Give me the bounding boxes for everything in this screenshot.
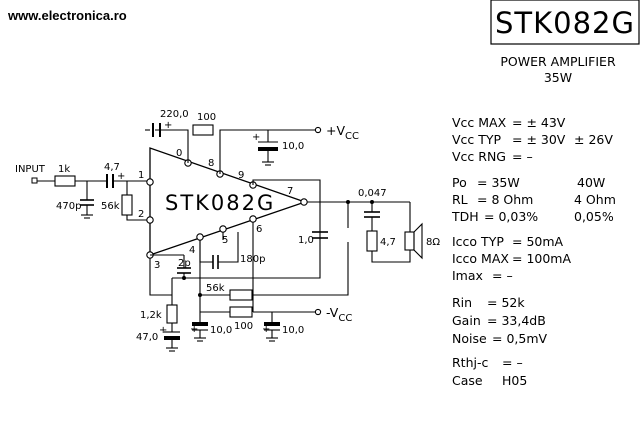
label-r100-top: 100 xyxy=(197,112,216,123)
spec-icco-max-value: = 100mA xyxy=(512,251,571,266)
label-c47-0: 47,0 xyxy=(136,332,158,343)
label-r56k-fb: 56k xyxy=(206,283,225,294)
capacitor-10-top xyxy=(258,147,278,151)
label-c10-top: 10,0 xyxy=(282,141,304,152)
pin-label-3: 3 xyxy=(154,260,160,271)
spec-vcc-typ-value: = ± 30V xyxy=(512,132,566,147)
spec-rthj-label: Rthj-c xyxy=(452,355,488,370)
resistor-100-bottom xyxy=(229,306,253,318)
spec-gain-label: Gain xyxy=(452,313,481,328)
spec-vcc-rng-value: = – xyxy=(512,149,533,164)
spec-vcc-typ-alt: ± 26V xyxy=(574,132,613,147)
pin-6 xyxy=(249,215,257,223)
label-c47: 4,7 xyxy=(104,162,120,173)
svg-text:+: + xyxy=(117,171,125,182)
pin-label-0: 0 xyxy=(176,148,182,159)
spec-rthj-value: = – xyxy=(502,355,523,370)
resistor-1k xyxy=(54,175,76,187)
resistor-56k-feedback xyxy=(229,289,253,301)
spec-tdh-alt: 0,05% xyxy=(574,209,614,224)
spec-icco-max-label: Icco MAX xyxy=(452,251,509,266)
svg-text:+: + xyxy=(159,325,167,336)
spec-tdh-label: TDH xyxy=(451,209,479,224)
pin-label-5: 5 xyxy=(222,235,228,246)
label-r47: 4,7 xyxy=(380,237,396,248)
resistor-4-7 xyxy=(366,230,378,252)
capacitor-10-bottom-right xyxy=(264,322,280,326)
spec-noise-label: Noise xyxy=(452,331,487,346)
label-r12k: 1,2k xyxy=(140,310,162,321)
spec-gain-value: = 33,4dB xyxy=(487,313,546,328)
circuit: STK082G 1 2 3 0 8 9 7 4 5 6 + xyxy=(15,120,423,352)
spec-rl-label: RL xyxy=(452,192,468,207)
label-c10-bl: 10,0 xyxy=(210,325,232,336)
svg-text:+: + xyxy=(252,132,260,143)
speaker-icon xyxy=(404,231,415,251)
pin-5 xyxy=(219,225,227,233)
input-terminal[interactable] xyxy=(31,177,38,184)
pin-label-4: 4 xyxy=(189,245,195,256)
label-c2p: 2p xyxy=(178,258,191,269)
spec-imax-label: Imax xyxy=(452,268,483,283)
input-label: INPUT xyxy=(15,164,46,175)
vcc-negative-label: -VCC xyxy=(326,305,352,324)
label-c470p: 470p xyxy=(56,201,81,212)
vcc-positive-label: +VCC xyxy=(326,123,359,142)
spec-rl-alt: 4 Ohm xyxy=(574,192,616,207)
label-c10-br: 10,0 xyxy=(282,325,304,336)
pin-label-2: 2 xyxy=(138,209,144,220)
label-c1: 1,0 xyxy=(298,235,314,246)
title-box xyxy=(490,0,640,45)
component-labels: 220,0 100 10,0 1k 4,7 56k 470p 0,047 1,0… xyxy=(56,109,440,343)
pin-label-7: 7 xyxy=(287,186,293,197)
amplifier-ic-symbol xyxy=(149,147,307,256)
spec-icco-typ-value: = 50mA xyxy=(512,234,564,249)
power-text: 35W xyxy=(544,70,572,85)
label-r56k: 56k xyxy=(101,201,120,212)
description-text: POWER AMPLIFIER xyxy=(500,54,616,69)
spec-vcc-rng-label: Vcc RNG xyxy=(452,149,506,164)
spec-rl-value: = 8 Ohm xyxy=(477,192,533,207)
spec-po-alt: 40W xyxy=(577,175,605,190)
spec-noise-value: = 0,5mV xyxy=(492,331,548,346)
pin-label-6: 6 xyxy=(256,224,262,235)
spec-imax-value: = – xyxy=(492,268,513,283)
spec-rin-value: = 52k xyxy=(487,295,525,310)
spec-po-label: Po xyxy=(452,175,467,190)
spec-icco-typ-label: Icco TYP xyxy=(452,234,504,249)
resistor-100-top xyxy=(192,124,214,136)
label-c220: 220,0 xyxy=(160,109,189,120)
capacitor-47-0 xyxy=(164,336,180,340)
label-r1k: 1k xyxy=(58,164,70,175)
spec-case-value: H05 xyxy=(502,373,527,388)
website-url: www.electronica.ro xyxy=(7,8,127,23)
part-number-title: STK082G xyxy=(495,6,635,40)
spec-po-value: = 35W xyxy=(477,175,520,190)
label-r100-bot: 100 xyxy=(234,321,253,332)
label-speaker: 8Ω xyxy=(426,237,440,248)
resistor-1-2k xyxy=(166,304,178,324)
spec-vcc-max-label: Vcc MAX xyxy=(452,115,507,130)
pin-label-9: 9 xyxy=(238,170,244,181)
spec-rin-label: Rin xyxy=(452,295,472,310)
svg-text:+: + xyxy=(164,120,172,131)
pin-7 xyxy=(300,198,308,206)
pin-1 xyxy=(146,178,154,186)
specifications: Vcc MAX = ± 43V Vcc TYP = ± 30V ± 26V Vc… xyxy=(451,115,616,388)
pin-2 xyxy=(146,216,154,224)
label-c047: 0,047 xyxy=(358,188,387,199)
spec-vcc-typ-label: Vcc TYP xyxy=(452,132,502,147)
spec-tdh-value: = 0,03% xyxy=(484,209,538,224)
label-c180p: 180p xyxy=(240,254,265,265)
pin-label-8: 8 xyxy=(208,158,214,169)
pin-4 xyxy=(196,233,204,241)
spec-case-label: Case xyxy=(452,373,483,388)
resistor-56k-input xyxy=(121,194,133,216)
ic-label: STK082G xyxy=(165,191,275,215)
spec-vcc-max-value: = ± 43V xyxy=(512,115,566,130)
capacitor-10-bottom-left xyxy=(192,322,208,326)
pin-label-1: 1 xyxy=(138,170,144,181)
